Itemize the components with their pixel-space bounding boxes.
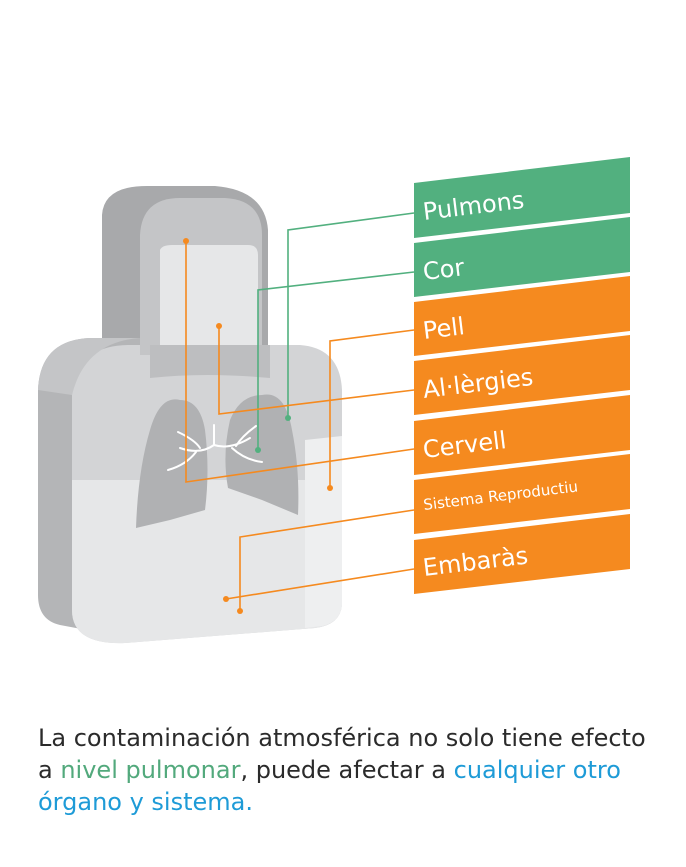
- caption-part2: , puede afectar a: [240, 756, 454, 784]
- human-figure: [38, 185, 342, 644]
- connector-cervell-dot: [183, 238, 189, 244]
- connector-sistema-reproductiu-dot: [237, 608, 243, 614]
- label-embaras: Embaràs: [414, 514, 630, 594]
- connector-sistema-reproductiu: [239, 509, 415, 611]
- label-cor: Cor: [414, 217, 630, 297]
- caption-text: La contaminación atmosférica no solo tie…: [38, 722, 658, 818]
- label-pell: Pell: [414, 276, 630, 356]
- label-pulmons: Pulmons: [414, 157, 630, 238]
- connector-lines: [183, 212, 415, 614]
- label-cervell: Cervell: [414, 395, 630, 475]
- label-sistema-reproductiu: Sistema Reproductiu: [414, 454, 630, 534]
- label-allergies: Al·lèrgies: [414, 335, 630, 415]
- connector-pulmons-dot: [285, 415, 291, 421]
- connector-cervell: [185, 241, 415, 483]
- connector-cor: [257, 271, 415, 450]
- connector-cor-dot: [255, 447, 261, 453]
- caption-highlight-organos: cualquier otro órgano y sistema.: [38, 756, 621, 816]
- organ-impact-diagram: Pulmons Cor Pell Al·lèrgies Cervell Sist…: [38, 157, 630, 644]
- connector-pell-dot: [327, 485, 333, 491]
- label-cor-text: Cor: [421, 253, 466, 286]
- connector-embaras-dot: [223, 596, 229, 602]
- right-lung: [225, 394, 299, 515]
- connector-pulmons: [287, 212, 415, 418]
- organ-labels: Pulmons Cor Pell Al·lèrgies Cervell Sist…: [414, 157, 630, 594]
- label-pell-text: Pell: [421, 312, 466, 345]
- left-lung: [136, 399, 208, 528]
- connector-allergies-dot: [216, 323, 222, 329]
- connector-embaras: [225, 568, 415, 600]
- connector-pell: [329, 329, 415, 488]
- caption-part1: La contaminación atmosférica no solo tie…: [38, 724, 646, 784]
- connector-allergies: [218, 326, 415, 415]
- caption-highlight-pulmonar: nivel pulmonar: [60, 756, 241, 784]
